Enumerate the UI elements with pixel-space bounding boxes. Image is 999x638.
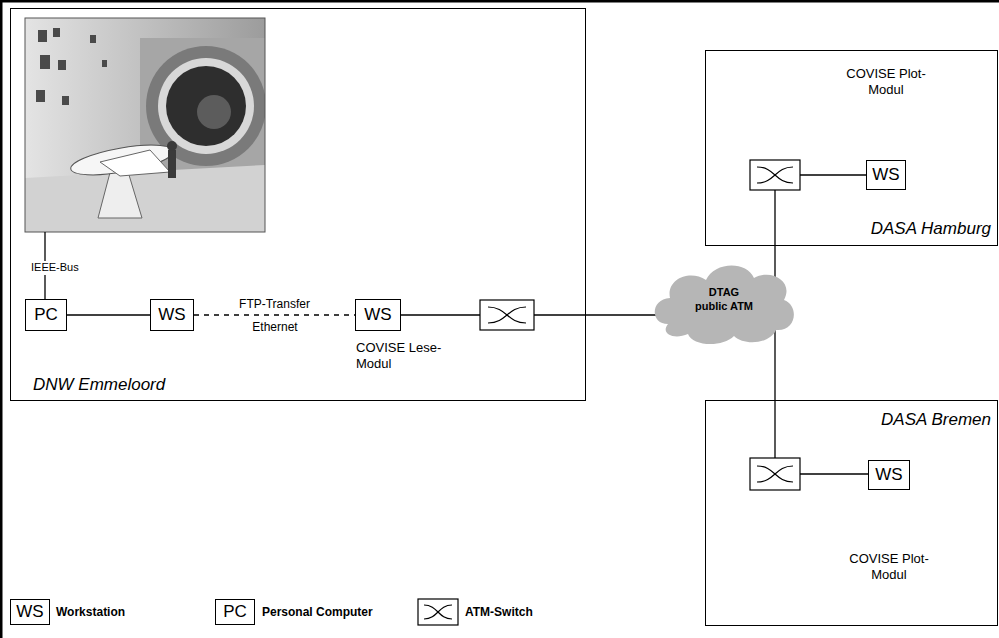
photo-wall [25, 18, 265, 232]
photo-wall-panels [36, 28, 107, 105]
photo-nozzle-rim [158, 58, 254, 154]
atm-switch-symbol [750, 160, 800, 190]
outer-frame-line [0, 0, 999, 3]
network-wire [774, 322, 775, 458]
legend-switch-symbol [418, 599, 458, 625]
photo-floor [25, 165, 265, 232]
photo-border [25, 18, 265, 232]
workstation-box: WS [150, 299, 194, 331]
box-label: PC [34, 304, 58, 325]
wind-tunnel-photo [25, 18, 265, 232]
box-label: WS [158, 304, 185, 325]
ftp-transfer-line [194, 314, 355, 315]
atm-switch-symbol [750, 458, 800, 490]
bus-label: IEEE-Bus [29, 261, 81, 275]
network-wire [774, 190, 775, 280]
site-name: DASA Bremen [881, 409, 991, 430]
box-label: WS [875, 464, 902, 485]
photo-model-body [69, 139, 176, 181]
network-wire [534, 314, 668, 315]
box-label: WS [872, 164, 899, 185]
box-label: WS [364, 304, 391, 325]
site-name: DASA Hamburg [871, 218, 991, 239]
legend-text: Personal Computer [262, 605, 373, 620]
legend-sample-box: WS [10, 599, 50, 625]
module-label: COVISE Plot-Modul [844, 551, 934, 584]
photo-nozzle-core [197, 95, 231, 129]
pc-box: PC [25, 299, 67, 331]
site-frame: COVISE Plot-ModulWSDASA Hamburg [705, 50, 998, 246]
edge-label: FTP-Transfer [237, 297, 312, 312]
network-wire [800, 473, 868, 474]
photo-nozzle-opening [166, 66, 246, 146]
module-label: COVISE Plot-Modul [841, 66, 931, 99]
workstation-box: WSCOVISE Plot-Modul [868, 460, 910, 490]
photo-person-head [167, 141, 177, 151]
workstation-box: COVISE Plot-ModulWS [866, 160, 906, 190]
network-wire [800, 174, 866, 175]
cloud-label: DTAG public ATM [694, 286, 754, 314]
photo-person [168, 150, 176, 178]
site-frame: WSCOVISE Plot-ModulDASA Bremen [705, 400, 998, 626]
atm-switch-symbol [480, 300, 534, 330]
bus-line [67, 314, 150, 315]
outer-frame-line [0, 0, 3, 638]
network-label: Ethernet [250, 320, 299, 335]
legend-text: Workstation [56, 605, 125, 620]
site-frame: PCWSWSCOVISE Lese-ModulDNW Emmeloord [10, 8, 586, 401]
photo-model-wing [100, 150, 170, 176]
module-label: COVISE Lese-Modul [356, 340, 442, 373]
legend-sample-box: PC [215, 599, 255, 625]
network-cloud: DTAG public ATM [648, 254, 800, 346]
network-wire [400, 314, 480, 315]
legend-text: ATM-Switch [465, 605, 533, 620]
workstation-box: WSCOVISE Lese-Modul [355, 299, 401, 331]
site-name: DNW Emmeloord [33, 374, 165, 395]
cloud-outline [655, 265, 794, 344]
